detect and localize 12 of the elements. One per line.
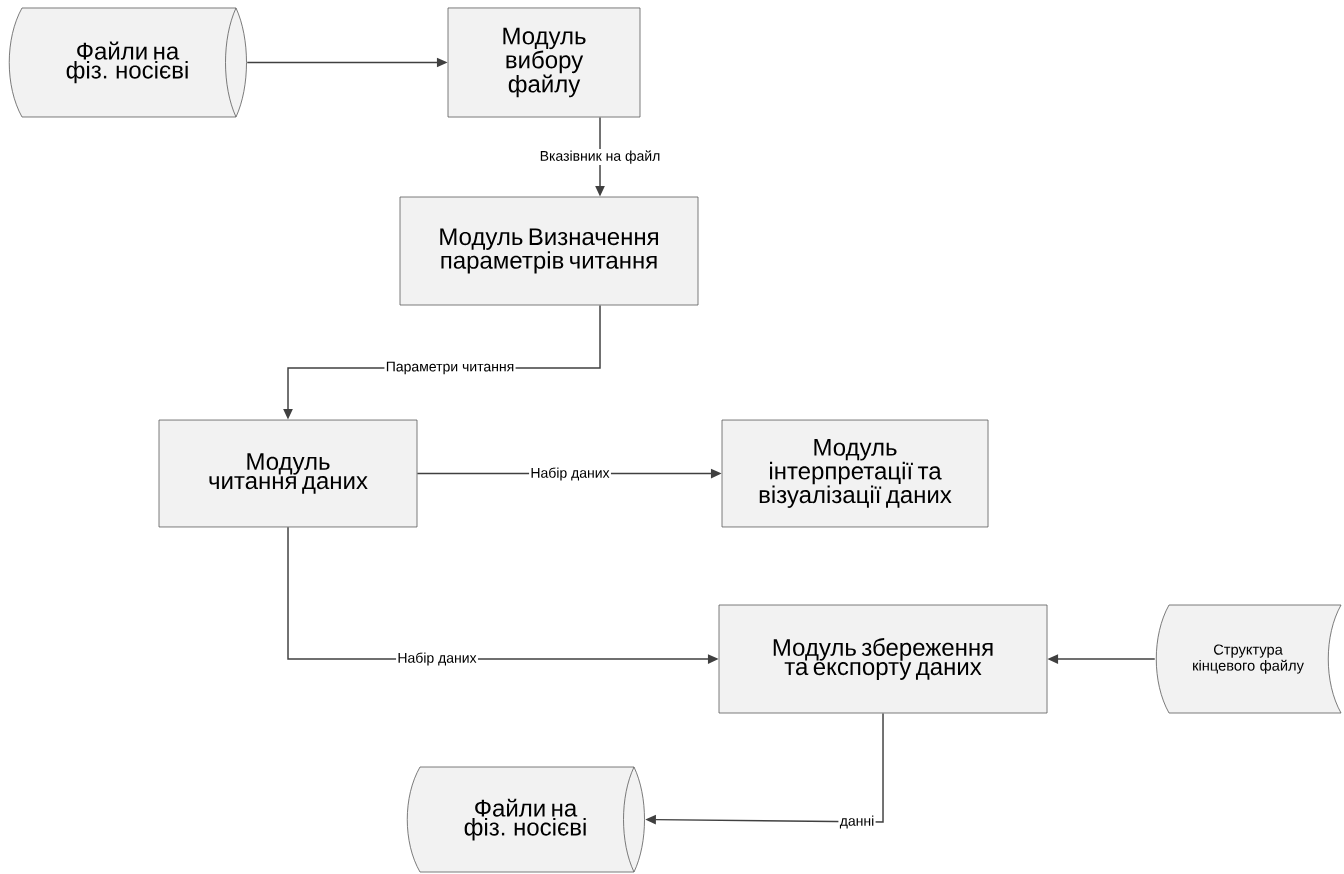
process-box: Модуль інтерпретації та візуалізації даних xyxy=(721,419,989,528)
process-box: Модуль збереження та експорту даних xyxy=(718,604,1048,714)
edge-label: Набір даних xyxy=(529,466,611,482)
process-box: Модуль читання даних xyxy=(158,419,418,528)
process-box: Модуль Визначення параметрів читання xyxy=(399,196,699,306)
process-box: Модуль вибору файлу xyxy=(447,7,641,118)
edge-label: данні xyxy=(838,814,876,830)
edge-label: Набір даних xyxy=(396,651,478,667)
storage-cylinder: Файли на фіз. носієві xyxy=(8,7,247,118)
storage-cylinder: Файли на фіз. носієві xyxy=(406,766,645,873)
edge-label: Вказівник на файл xyxy=(538,149,662,165)
edge-label: Параметри читання xyxy=(384,360,516,376)
